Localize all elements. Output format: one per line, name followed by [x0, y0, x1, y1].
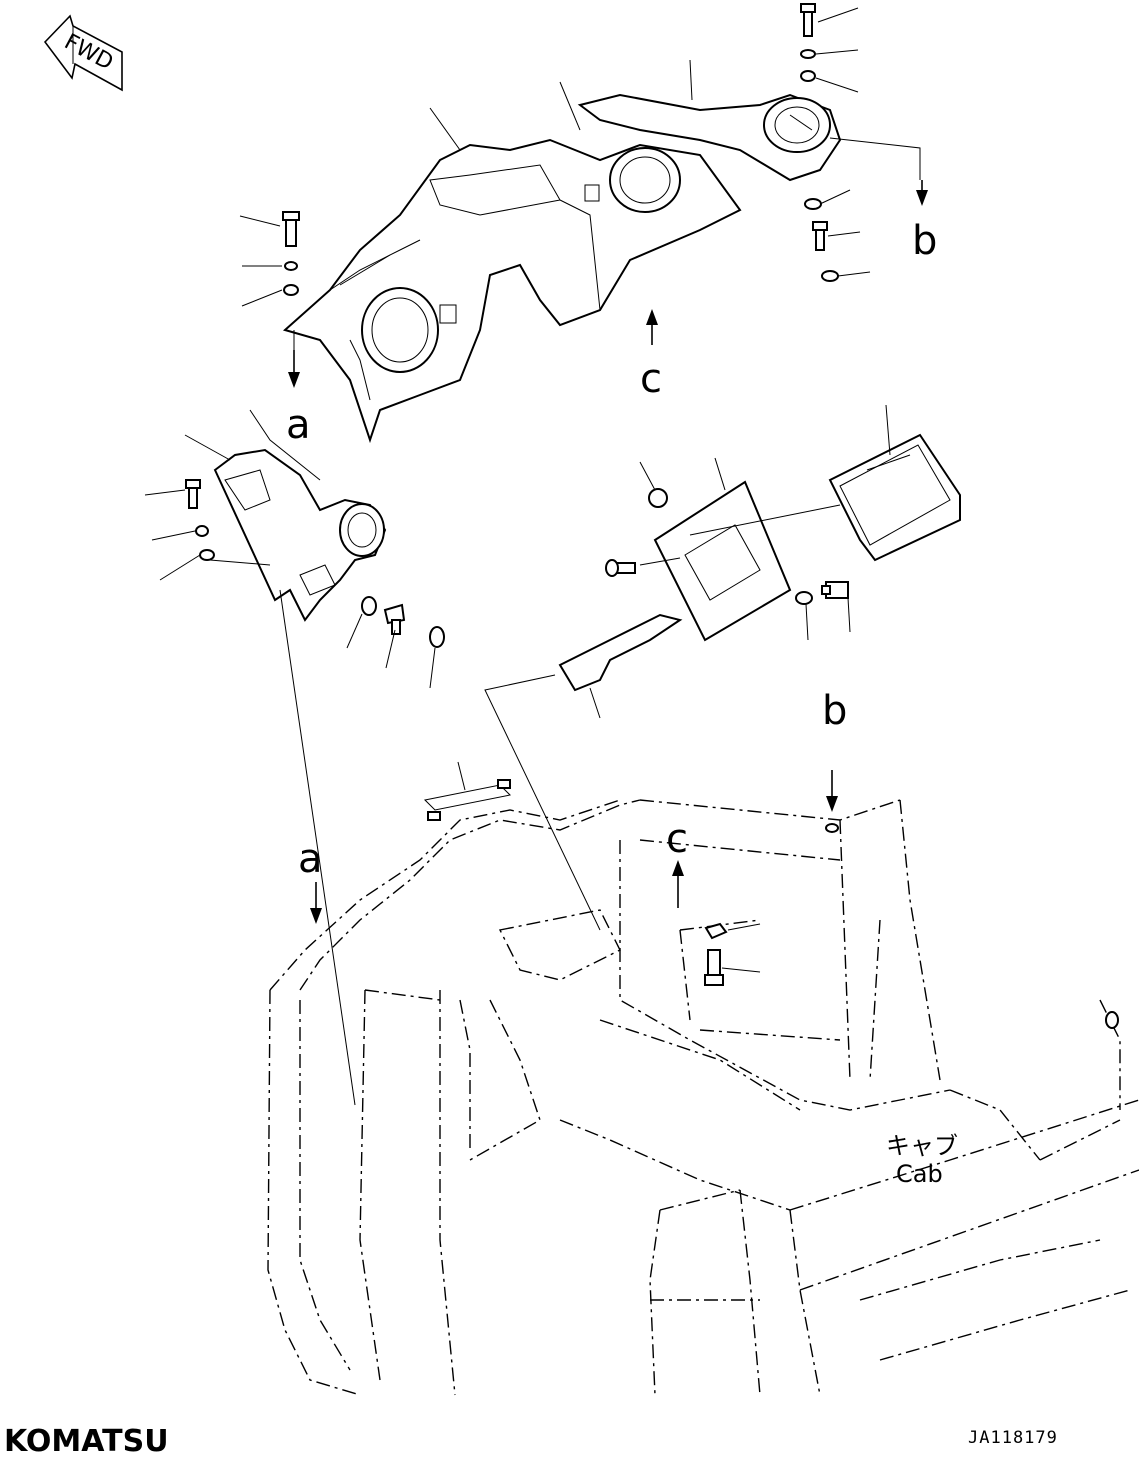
frame-fasteners: [704, 823, 1119, 1029]
callout-arrows-bottom: [310, 770, 838, 924]
instrument-cover-assembly: [282, 138, 742, 444]
exploded-view-drawing: FWD: [43, 3, 1139, 1396]
cab-frame-phantom: [267, 799, 1139, 1396]
top-fasteners: [282, 3, 839, 296]
column-cover-assembly: [144, 409, 445, 689]
leader-a-frame: [279, 589, 356, 1106]
komatsu-logo: KOMATSU: [4, 1424, 169, 1459]
monitor-assembly: [484, 404, 961, 931]
cab-label-english: Cab: [896, 1160, 943, 1188]
drawing-code: JA118179: [968, 1428, 1058, 1448]
callout-a-top: a: [286, 402, 311, 448]
callout-a-bottom: a: [298, 836, 323, 882]
callout-c-bottom: c: [666, 816, 688, 862]
upper-right-bracket: [577, 93, 842, 182]
fwd-label: FWD: [60, 29, 117, 75]
callout-arrows-top: [288, 180, 928, 388]
top-leader-lines: [239, 7, 921, 352]
small-plate: [423, 761, 512, 821]
cab-label-japanese: キャブ: [886, 1132, 958, 1160]
callout-b-bottom: b: [822, 688, 847, 734]
callout-b-top: b: [912, 218, 937, 264]
fwd-direction-arrow: FWD: [43, 14, 123, 92]
callout-c-top: c: [640, 356, 662, 402]
